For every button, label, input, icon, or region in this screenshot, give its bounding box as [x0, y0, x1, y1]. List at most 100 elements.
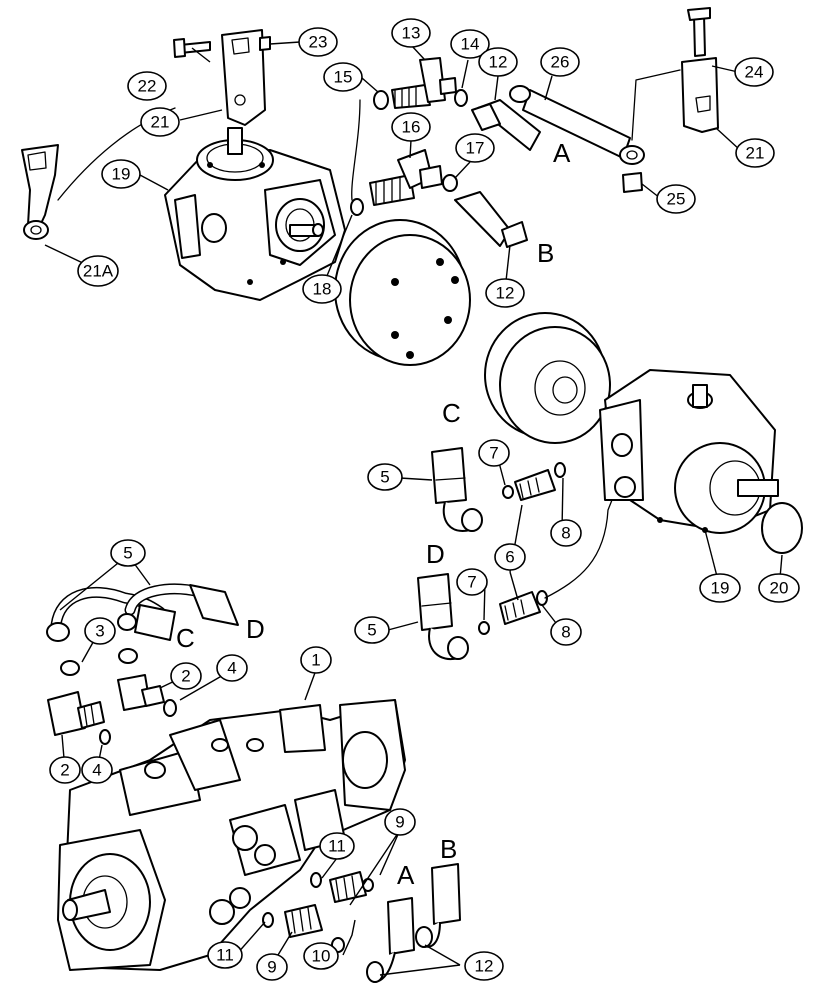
svg-text:8: 8 — [561, 623, 570, 642]
upper-left-pump — [164, 127, 346, 301]
callout-13: 13 — [391, 18, 431, 48]
callout-1: 1 — [300, 646, 332, 674]
svg-text:6: 6 — [505, 548, 514, 567]
link-rod-26 — [509, 7, 719, 193]
svg-text:12: 12 — [496, 284, 515, 303]
svg-text:12: 12 — [489, 53, 508, 72]
label-d-mid: D — [426, 539, 445, 569]
callout-11-upper: 11 — [319, 832, 355, 860]
svg-text:5: 5 — [367, 621, 376, 640]
callout-24: 24 — [734, 57, 774, 87]
elbow-fitting-16 — [350, 99, 458, 216]
label-c-mid: C — [442, 398, 461, 428]
svg-text:11: 11 — [328, 837, 346, 856]
callout-5-mid-bottom: 5 — [354, 616, 390, 644]
callout-17: 17 — [455, 133, 495, 163]
svg-text:11: 11 — [216, 946, 234, 965]
callout-15: 15 — [323, 62, 363, 92]
callout-4-left: 4 — [81, 756, 113, 784]
svg-text:1: 1 — [311, 651, 320, 670]
svg-text:8: 8 — [561, 524, 570, 543]
right-pump — [599, 369, 803, 554]
svg-text:7: 7 — [467, 573, 476, 592]
callout-7-bottom: 7 — [456, 568, 488, 596]
callout-5-mid-top: 5 — [367, 463, 403, 491]
elbow-fittings-2 — [47, 674, 177, 745]
svg-text:19: 19 — [112, 165, 131, 184]
svg-text:18: 18 — [313, 280, 332, 299]
label-b-bottom: B — [440, 834, 457, 864]
callout-12-top: 12 — [478, 47, 518, 77]
svg-text:2: 2 — [60, 761, 69, 780]
callout-21-right: 21 — [735, 138, 775, 168]
svg-text:10: 10 — [312, 947, 331, 966]
callout-2-right: 2 — [170, 662, 202, 690]
svg-text:9: 9 — [267, 958, 276, 977]
label-c-bottom: C — [176, 623, 195, 653]
elbow-fitting-13 — [373, 57, 468, 110]
svg-text:21: 21 — [746, 144, 765, 163]
svg-text:14: 14 — [461, 35, 480, 54]
callout-3: 3 — [84, 617, 116, 645]
callout-5-lower: 5 — [110, 539, 146, 567]
svg-text:24: 24 — [745, 63, 764, 82]
callout-25: 25 — [656, 184, 696, 214]
hoses-a-b-lower — [366, 863, 461, 983]
callout-19-top: 19 — [101, 159, 141, 189]
svg-text:21A: 21A — [83, 262, 114, 281]
label-a-bottom: A — [397, 860, 415, 890]
drive-drum-right — [484, 312, 611, 444]
main-pump-assembly — [57, 699, 406, 971]
callout-6: 6 — [494, 543, 526, 571]
callout-21-left: 21 — [140, 107, 180, 137]
drive-drum-left — [334, 219, 471, 366]
svg-text:4: 4 — [227, 659, 236, 678]
callout-7-top: 7 — [478, 439, 510, 467]
svg-text:2: 2 — [181, 667, 190, 686]
callout-8-bottom: 8 — [550, 618, 582, 646]
svg-text:20: 20 — [770, 579, 789, 598]
svg-text:22: 22 — [138, 77, 157, 96]
hose-12-upper — [454, 99, 541, 248]
svg-text:3: 3 — [95, 622, 104, 641]
svg-text:21: 21 — [151, 113, 170, 132]
svg-text:5: 5 — [123, 544, 132, 563]
callout-9-upper: 9 — [384, 808, 416, 836]
svg-text:13: 13 — [402, 24, 421, 43]
callout-16: 16 — [391, 112, 431, 142]
svg-text:26: 26 — [551, 53, 570, 72]
callout-11-lower: 11 — [207, 941, 243, 969]
label-a-top: A — [553, 138, 571, 168]
svg-text:23: 23 — [309, 33, 328, 52]
callout-22: 22 — [127, 71, 167, 101]
svg-text:17: 17 — [466, 139, 485, 158]
svg-text:9: 9 — [395, 813, 404, 832]
svg-text:25: 25 — [667, 190, 686, 209]
label-d-bottom: D — [246, 614, 265, 644]
svg-text:15: 15 — [334, 68, 353, 87]
callout-14: 14 — [450, 29, 490, 59]
callout-19-right: 19 — [699, 573, 741, 603]
bracket-21-upper-left — [173, 29, 271, 126]
svg-text:16: 16 — [402, 118, 421, 137]
svg-text:5: 5 — [380, 468, 389, 487]
label-b-top: B — [537, 238, 554, 268]
svg-text:19: 19 — [711, 579, 730, 598]
svg-text:4: 4 — [92, 761, 101, 780]
callout-12-bottom: 12 — [464, 951, 504, 981]
callout-2-left: 2 — [49, 756, 81, 784]
svg-text:7: 7 — [489, 444, 498, 463]
callout-4-right: 4 — [216, 654, 248, 682]
callout-23: 23 — [298, 27, 338, 57]
callout-12-mid: 12 — [485, 278, 525, 308]
callout-20: 20 — [758, 573, 800, 603]
svg-text:12: 12 — [475, 957, 494, 976]
lever-arm-21a — [21, 107, 176, 240]
hoses-c-d-middle — [417, 447, 613, 661]
callout-18: 18 — [302, 274, 342, 304]
callout-26: 26 — [540, 47, 580, 77]
callout-21a: 21A — [77, 255, 119, 287]
callout-9-lower: 9 — [256, 953, 288, 981]
hoses-c-d-lower — [46, 583, 239, 676]
